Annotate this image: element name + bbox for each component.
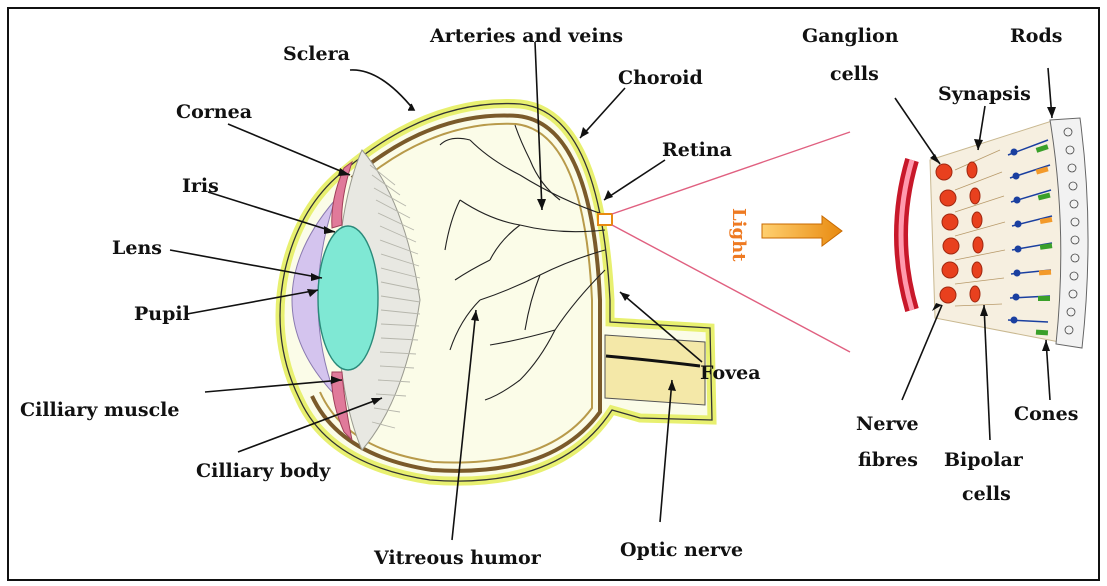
label-fovea: Fovea <box>700 362 761 384</box>
eyeball <box>280 104 712 482</box>
label-bipolar-line2: cells <box>962 483 1011 505</box>
label-vitreous-humor: Vitreous humor <box>373 547 542 569</box>
label-nerve-line1: Nerve <box>856 413 919 435</box>
label-synapsis: Synapsis <box>938 83 1031 105</box>
label-rods: Rods <box>1010 25 1062 47</box>
light-arrow <box>762 216 842 246</box>
label-iris: Iris <box>182 175 219 197</box>
retina-cross-section <box>901 118 1088 348</box>
label-ciliary-body: Cilliary body <box>196 460 331 482</box>
cell-layer <box>930 120 1075 345</box>
label-optic-nerve: Optic nerve <box>620 539 743 561</box>
label-bipolar-line1: Bipolar <box>944 449 1024 471</box>
optic-nerve-shape <box>605 335 705 405</box>
label-ganglion-line1: Ganglion <box>802 25 899 47</box>
label-pupil: Pupil <box>134 303 190 325</box>
label-nerve-line2: fibres <box>858 449 918 471</box>
label-retina: Retina <box>662 139 732 161</box>
label-sclera: Sclera <box>283 43 350 65</box>
label-ganglion-line2: cells <box>830 63 879 85</box>
label-cornea: Cornea <box>176 101 252 123</box>
lens-shape <box>318 226 378 370</box>
label-light: Light <box>728 208 749 262</box>
label-arteries-veins: Arteries and veins <box>429 25 623 47</box>
label-ciliary-muscle: Cilliary muscle <box>20 399 179 421</box>
label-cones: Cones <box>1014 403 1078 425</box>
label-choroid: Choroid <box>618 67 703 89</box>
label-lens: Lens <box>112 237 162 259</box>
retina-zoom-box <box>598 214 612 225</box>
